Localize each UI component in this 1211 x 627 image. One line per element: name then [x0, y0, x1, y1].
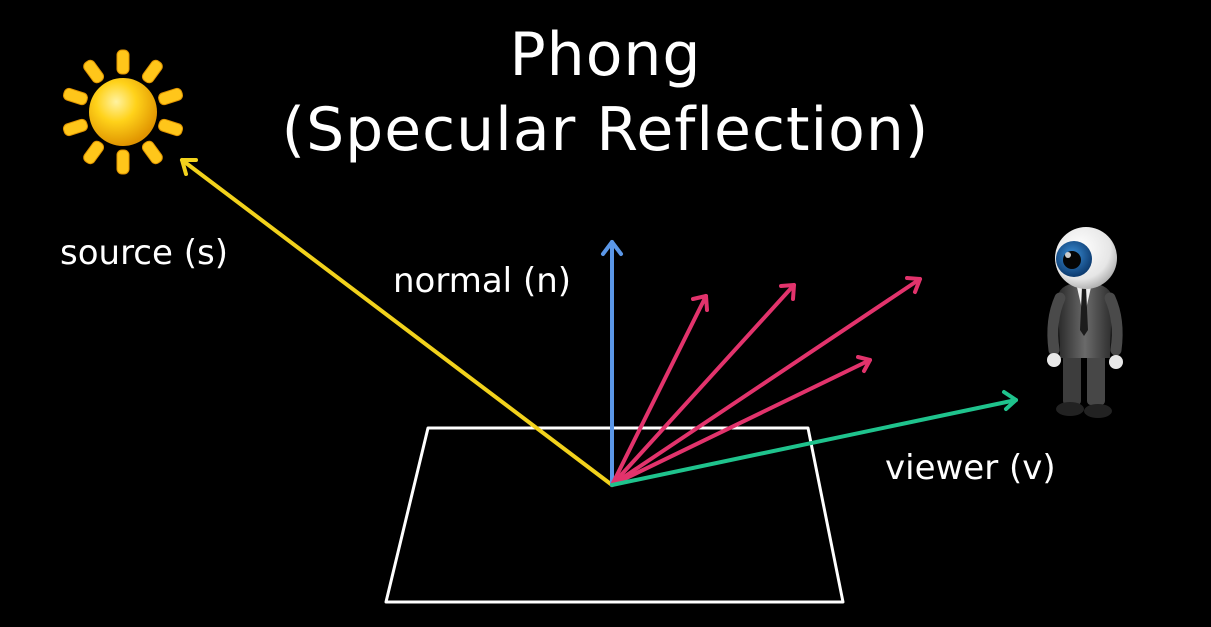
page-subtitle: (Specular Reflection)	[281, 95, 930, 165]
viewer-label: viewer (v)	[885, 448, 1056, 488]
sun-icon	[62, 49, 184, 175]
page-title: Phong	[509, 20, 702, 90]
source-ray	[180, 158, 614, 487]
reflective-surface	[384, 426, 845, 604]
reflected-ray-1	[610, 294, 709, 487]
reflected-ray-4	[610, 355, 872, 487]
viewer-ray	[610, 390, 1018, 487]
reflected-ray-3	[610, 276, 922, 487]
reflected-ray-2	[610, 283, 796, 487]
reflected-rays	[610, 276, 922, 487]
eyeball-figure-icon	[1047, 227, 1123, 418]
normal-ray	[601, 240, 623, 487]
source-label: source (s)	[60, 233, 228, 273]
normal-label: normal (n)	[393, 261, 572, 301]
